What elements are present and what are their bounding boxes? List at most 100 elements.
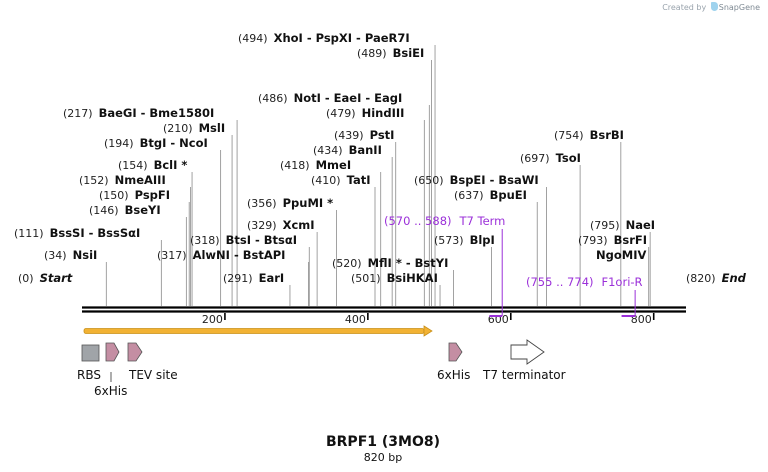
site-position: (150) xyxy=(99,189,129,202)
site-position: (795) xyxy=(590,219,620,232)
site-position: (650) xyxy=(414,174,444,187)
site-name: BsiHKAI xyxy=(387,271,438,285)
cut-site-bspei[interactable]: (650)BspEI - BsaWI xyxy=(414,173,539,187)
cut-site-bsrfi[interactable]: (793) BsrFI xyxy=(578,233,647,247)
site-position: (0) xyxy=(18,272,34,285)
site-name: MmeI xyxy=(316,158,352,172)
site-position: (217) xyxy=(63,107,93,120)
primer-t7-term[interactable]: (570 .. 588)T7 Term xyxy=(384,214,505,317)
cut-site-xhoi[interactable]: (494)XhoI - PspXI - PaeR7I xyxy=(238,31,410,45)
site-name: BssSI - BssSαI xyxy=(50,226,141,240)
cut-site-xcmi[interactable]: (329)XcmI xyxy=(247,218,315,232)
cut-site-mmei[interactable]: (418) MmeI xyxy=(280,158,351,172)
site-name: NsiI xyxy=(73,248,98,262)
cut-site-btgi[interactable]: (194) BtgI - NcoI xyxy=(104,136,208,150)
site-name: BsrFI xyxy=(614,233,647,247)
primer-marks: (570 .. 588)T7 Term (755 .. 774)F1ori-R xyxy=(384,214,643,317)
cut-site-bsrbi[interactable]: (754)BsrBI xyxy=(554,128,624,142)
site-position: (479) xyxy=(326,107,356,120)
cut-site-ngomiv[interactable]: NgoMIV xyxy=(596,248,646,262)
feature-label-tev-site: TEV site xyxy=(128,368,178,382)
cut-site-baegi[interactable]: (217) BaeGI - Bme1580I xyxy=(63,106,214,120)
site-name: XcmI xyxy=(283,218,315,232)
cut-site-nsii[interactable]: (34) NsiI xyxy=(44,248,97,262)
ruler-tick-label: 400 xyxy=(345,313,366,326)
cut-site-msli[interactable]: (210)MslI xyxy=(163,121,225,135)
cut-site-start[interactable]: (0) Start xyxy=(18,271,73,285)
cut-site-psti[interactable]: (439) PstI xyxy=(334,128,394,142)
site-name: Start xyxy=(40,271,73,285)
cut-site-tsoi[interactable]: (697)TsoI xyxy=(520,151,581,165)
cut-site-nmeaiii[interactable]: (152) NmeAIII xyxy=(79,173,166,187)
cut-site-mfli[interactable]: (520)MflI * - BstYI xyxy=(332,256,448,270)
site-position: (194) xyxy=(104,137,134,150)
site-position: (820) xyxy=(686,272,716,285)
feature-6xhis-1[interactable] xyxy=(105,342,120,362)
cut-site-tati[interactable]: (410)TatI xyxy=(311,173,371,187)
site-position: (754) xyxy=(554,129,584,142)
site-position: (154) xyxy=(118,159,148,172)
cut-site-alwni[interactable]: (317)AlwNI - BstAPI xyxy=(157,248,285,262)
cut-site-eari[interactable]: (291)EarI xyxy=(223,271,284,285)
map-title: BRPF1 (3MO8) xyxy=(326,434,440,450)
cut-site-bpuei[interactable]: (637)BpuEI xyxy=(454,188,527,202)
site-name: PstI xyxy=(370,128,395,142)
ruler-tick-label: 600 xyxy=(488,313,509,326)
feature-tev-site[interactable] xyxy=(127,342,143,362)
cut-site-hindiii[interactable]: (479) HindIII xyxy=(326,106,404,120)
primer-f1ori-r[interactable]: (755 .. 774)F1ori-R xyxy=(526,275,643,317)
feature-track: RBS 6xHis TEV site 6xHis T7 terminator xyxy=(77,339,566,398)
site-position: (152) xyxy=(79,174,109,187)
site-position: (697) xyxy=(520,152,550,165)
cut-site-bsiei[interactable]: (489)BsiEI xyxy=(357,46,424,60)
site-position: (410) xyxy=(311,174,341,187)
cut-site-noti[interactable]: (486)NotI - EaeI - EagI xyxy=(258,91,402,105)
cut-site-end[interactable]: (820)End xyxy=(686,271,747,285)
site-position: (318) xyxy=(190,234,220,247)
site-name: BtgI - NcoI xyxy=(140,136,208,150)
feature-label-rbs: RBS xyxy=(77,368,101,382)
ruler: 200 400 600 800 xyxy=(202,313,655,326)
site-position: (489) xyxy=(357,47,387,60)
cut-site-leaders xyxy=(105,45,651,306)
site-position: (34) xyxy=(44,249,67,262)
credit-brand: SnapGene xyxy=(718,3,760,12)
site-name: EarI xyxy=(259,271,285,285)
feature-6xhis-2[interactable] xyxy=(448,342,463,362)
site-position: (637) xyxy=(454,189,484,202)
site-name: NmeAIII xyxy=(115,173,166,187)
map-subtitle: 820 bp xyxy=(364,451,402,464)
cut-site-bcli[interactable]: (154) BclI * xyxy=(118,158,187,172)
site-name: HindIII xyxy=(362,106,405,120)
site-name: BseYI xyxy=(125,203,161,217)
cut-site-banii[interactable]: (434)BanII xyxy=(313,143,382,157)
snapgene-credit: Created by SnapGene xyxy=(662,2,760,12)
site-position: (418) xyxy=(280,159,310,172)
site-position: (439) xyxy=(334,129,364,142)
cut-site-bsssi[interactable]: (111)BssSI - BssSαI xyxy=(14,226,140,240)
cut-site-bseyi[interactable]: (146) BseYI xyxy=(89,203,161,217)
cut-site-ppumi[interactable]: (356)PpuMI * xyxy=(247,196,333,210)
site-position: (793) xyxy=(578,234,608,247)
feature-label-t7-terminator: T7 terminator xyxy=(482,368,566,382)
cut-site-pspfi[interactable]: (150) PspFI xyxy=(99,188,170,202)
site-position: (494) xyxy=(238,32,268,45)
cut-site-btsi[interactable]: (318) BtsI - BtsαI xyxy=(190,233,297,247)
orf-arrow[interactable] xyxy=(83,325,433,337)
site-name: PpuMI * xyxy=(283,196,334,210)
cut-site-blpi[interactable]: (573)BlpI xyxy=(434,233,495,247)
feature-rbs[interactable] xyxy=(81,344,100,362)
feature-t7-terminator[interactable] xyxy=(510,339,545,365)
site-position: (317) xyxy=(157,249,187,262)
site-name: BtsI - BtsαI xyxy=(226,233,297,247)
site-name: BclI * xyxy=(154,158,188,172)
site-name: BaeGI - Bme1580I xyxy=(99,106,215,120)
cut-site-naei[interactable]: (795)NaeI xyxy=(590,218,655,232)
ruler-tick-label: 800 xyxy=(631,313,652,326)
site-name: PspFI xyxy=(135,188,170,202)
site-position: (486) xyxy=(258,92,288,105)
cut-site-bsihkai[interactable]: (501)BsiHKAI xyxy=(351,271,438,285)
ruler-tick-label: 200 xyxy=(202,313,223,326)
snapgene-logo-icon xyxy=(710,2,718,11)
site-position: (146) xyxy=(89,204,119,217)
